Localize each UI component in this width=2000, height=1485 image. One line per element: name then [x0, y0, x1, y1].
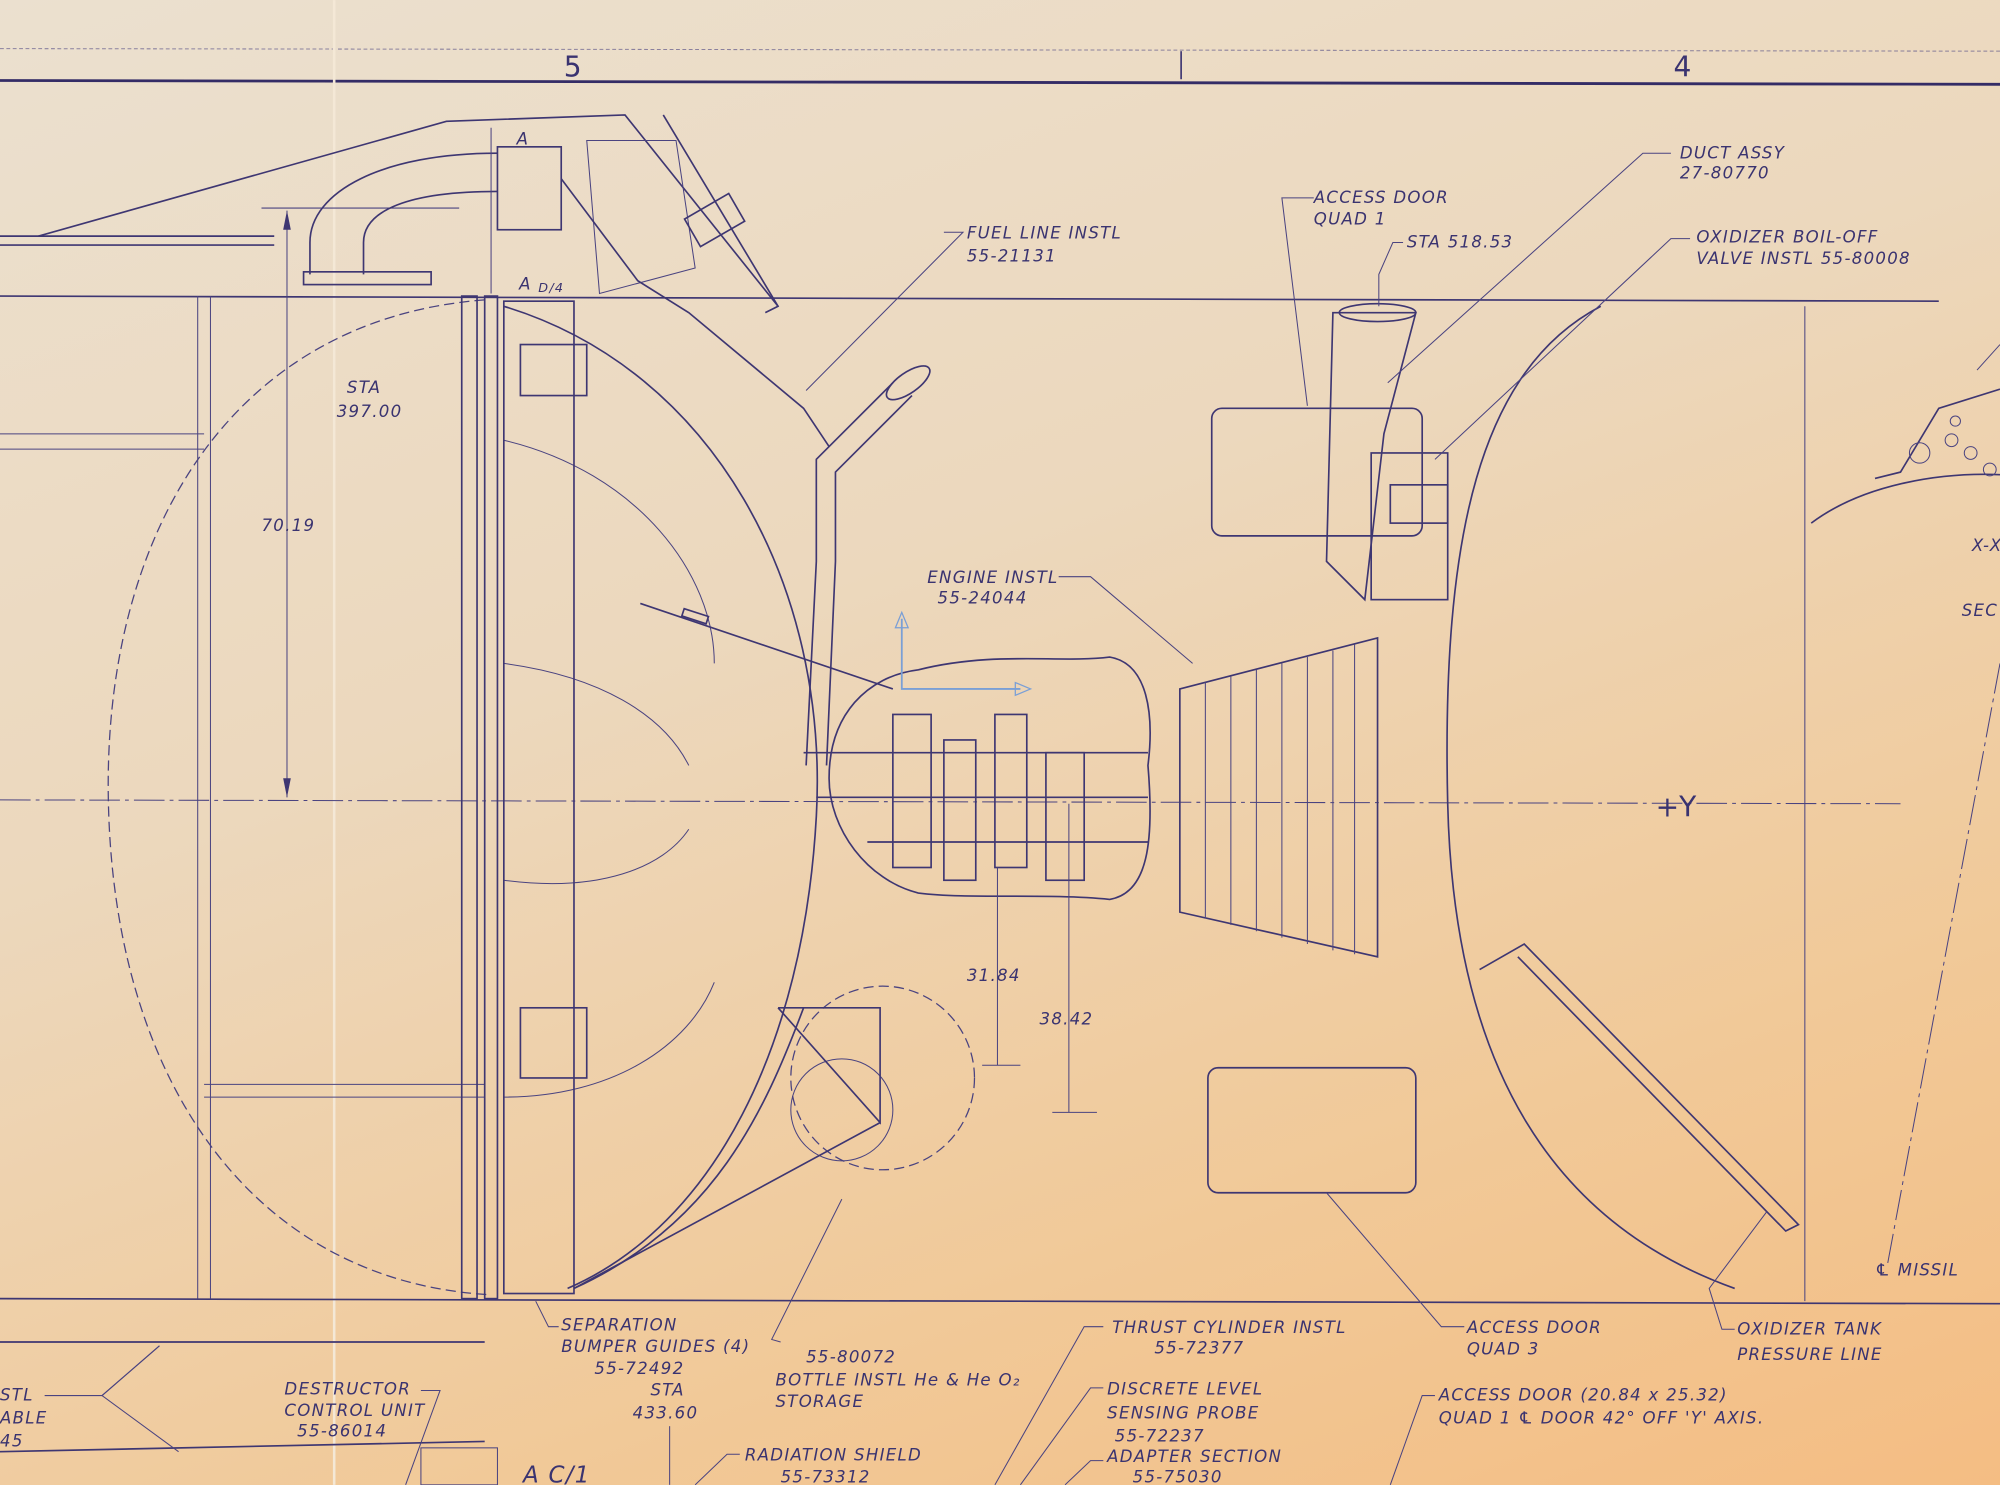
dimension-70-19: 70.19 [261, 207, 460, 798]
separation-label: BUMPER GUIDES (4) [561, 1337, 750, 1356]
zone-reference: D/4 [538, 281, 564, 296]
oxidizer-tank-label: OXIDIZER TANK [1737, 1319, 1882, 1338]
zone-border: 5 4 [0, 48, 2000, 86]
zone-label-4: 4 [1673, 51, 1691, 84]
adapter-part-number: 55-75030 [1133, 1467, 1223, 1485]
fuel-line: FUEL LINE INSTL 55-21131 [805, 224, 1122, 766]
thrust-cylinder [460, 295, 588, 1300]
section-label: X-X [1971, 536, 2000, 555]
dimension-label: 31.84 [967, 966, 1021, 985]
bottle-label: STORAGE [776, 1392, 865, 1411]
bottom-callouts: SEPARATION BUMPER GUIDES (4) 55-72492 ST… [0, 1198, 1882, 1485]
section-marker-a-bottom: A [518, 275, 532, 294]
radiation-shield-label: RADIATION SHIELD [745, 1446, 922, 1465]
oxidizer-valve-part-number: VALVE INSTL 55-80008 [1696, 249, 1910, 268]
dimension-label: 70.19 [261, 516, 315, 535]
duct-assy-part-number: 27-80770 [1680, 164, 1770, 183]
bottle-storage [573, 985, 976, 1290]
access-door-quad: QUAD 3 [1467, 1340, 1540, 1359]
access-door-quad: QUAD 1 [1314, 210, 1387, 229]
engine-assembly: ENGINE INSTL 55-24044 [640, 568, 1379, 958]
axis-label: +Y [1656, 790, 1698, 823]
probe-label: SENSING PROBE [1107, 1404, 1259, 1423]
zone-label-5: 5 [564, 51, 582, 84]
radiation-shield-part-number: 55-73312 [781, 1467, 871, 1485]
dimension-31-84: 31.84 [967, 867, 1021, 1066]
engine-label: ENGINE INSTL [927, 568, 1058, 587]
access-door-dimension-label: ACCESS DOOR (20.84 x 25.32) [1438, 1386, 1728, 1405]
separation-part-number: 55-72492 [594, 1359, 684, 1378]
bottle-part-number: 55-80072 [806, 1347, 896, 1366]
adapter-label: ADAPTER SECTION [1106, 1447, 1282, 1466]
leader-line [1326, 1192, 1465, 1328]
dimension-label: 38.42 [1040, 1009, 1094, 1028]
section-marker: A C/1 [521, 1462, 591, 1485]
station-label: STA 518.53 [1407, 233, 1514, 252]
destructor-label: CONTROL UNIT [284, 1401, 426, 1420]
engine-part-number: 55-24044 [938, 588, 1028, 607]
fuel-line-part-number: 55-21131 [967, 247, 1057, 266]
fuel-line-label: FUEL LINE INSTL [967, 224, 1122, 243]
missile-centerline-label: ℄ MISSIL [1875, 1261, 1959, 1280]
thrust-cylinder-label: THRUST CYLINDER INSTL [1112, 1318, 1346, 1337]
duct-assy-label: DUCT ASSY [1680, 143, 1786, 162]
section-x-x: X-X SEC ℄ MISSIL [1810, 344, 2000, 1280]
oxidizer-tank-dome [1446, 305, 1806, 1302]
station-value: 397.00 [337, 402, 403, 421]
probe-part-number: 55-72237 [1115, 1426, 1205, 1445]
oxidizer-tank-label: PRESSURE LINE [1737, 1345, 1882, 1364]
cut-off-label: STL [0, 1386, 34, 1405]
probe-label: DISCRETE LEVEL [1107, 1379, 1263, 1398]
destructor-label: DESTRUCTOR [284, 1379, 411, 1398]
oxidizer-valve-label: OXIDIZER BOIL-OFF [1696, 227, 1878, 246]
section-a-duct: A A D/4 [302, 114, 830, 448]
station-value: 433.60 [633, 1404, 699, 1423]
bottle-label: BOTTLE INSTL He & He O₂ [776, 1370, 1021, 1389]
access-door-quad-3 [1207, 1066, 1417, 1194]
section-marker-a-top: A [516, 129, 530, 148]
access-door-label: ACCESS DOOR [1466, 1318, 1602, 1337]
dimension-38-42: 38.42 [1040, 803, 1097, 1113]
missile-skin [0, 114, 2000, 1453]
station-label: STA [651, 1381, 685, 1400]
cut-off-label: ABLE [0, 1409, 48, 1428]
destructor-part-number: 55-86014 [297, 1421, 387, 1440]
thrust-cylinder-part-number: 55-72377 [1154, 1338, 1244, 1357]
station-label: STA [347, 378, 381, 397]
section-label: SEC [1962, 601, 1998, 620]
cut-off-label: 45 [0, 1432, 24, 1451]
access-door-label: ACCESS DOOR [1313, 188, 1449, 207]
access-door-orientation-label: QUAD 1 ℄ DOOR 42° OFF 'Y' AXIS. [1439, 1409, 1765, 1428]
separation-label: SEPARATION [561, 1316, 677, 1335]
access-door-quad-1: ACCESS DOOR QUAD 1 STA 518.53 DUCT ASSY … [1210, 143, 1910, 602]
